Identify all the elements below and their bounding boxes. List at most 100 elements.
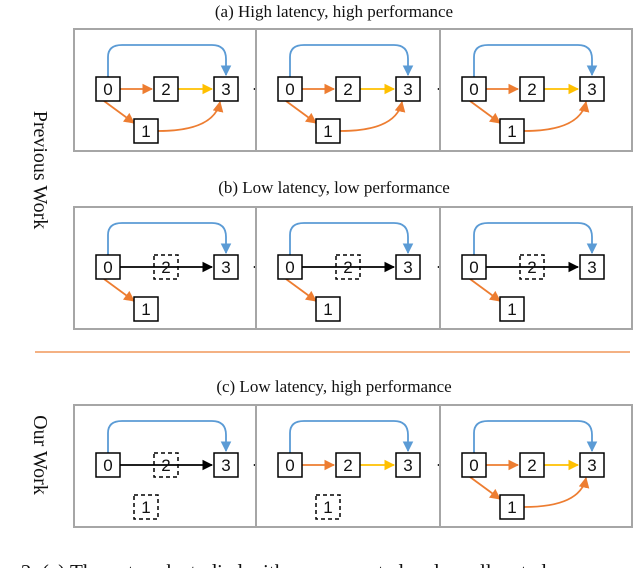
node-1: 1	[133, 296, 159, 322]
node-label: 3	[221, 456, 230, 475]
node-3: 3	[213, 76, 239, 102]
node-label: 3	[221, 80, 230, 99]
node-label: 3	[403, 80, 412, 99]
node-3: 3	[395, 254, 421, 280]
node-label: 2	[343, 80, 352, 99]
edge-skip03	[289, 222, 414, 255]
node-label: 0	[469, 456, 478, 475]
edge-skip03	[107, 44, 232, 77]
edge-skip03	[107, 420, 232, 453]
panel-a-2: 0 2 3 1	[255, 28, 449, 152]
title-a: (a) High latency, high performance	[215, 2, 453, 21]
node-label: 1	[507, 300, 516, 319]
edge-skip03	[289, 44, 414, 77]
node-label: 3	[403, 456, 412, 475]
panel-a-3: 0 2 3 1	[439, 28, 633, 152]
node-2: 2	[335, 254, 361, 280]
node-2: 2	[335, 452, 361, 478]
node-3: 3	[579, 254, 605, 280]
node-1: 1	[315, 494, 341, 520]
node-3: 3	[395, 452, 421, 478]
node-label: 1	[323, 498, 332, 517]
node-label: 2	[161, 456, 170, 475]
node-2: 2	[153, 76, 179, 102]
node-label: 1	[507, 498, 516, 517]
edge-skip03	[473, 44, 598, 77]
node-1: 1	[133, 494, 159, 520]
node-label: 3	[221, 258, 230, 277]
edge-skip03	[289, 420, 414, 453]
node-label: 0	[469, 258, 478, 277]
node-label: 2	[343, 258, 352, 277]
edge-e13	[523, 476, 590, 508]
title-c: (c) Low latency, high performance	[216, 377, 451, 396]
node-0: 0	[277, 254, 303, 280]
node-0: 0	[277, 76, 303, 102]
edge-e13	[523, 100, 590, 132]
node-label: 2	[527, 456, 536, 475]
node-label: 1	[141, 122, 150, 141]
figure-caption-fragment: ig. 2. (a) The network studied with… agg…	[0, 560, 547, 568]
node-1: 1	[315, 118, 341, 144]
node-label: 1	[507, 122, 516, 141]
panel-b-1: 0 2 3 1	[73, 206, 267, 330]
panel-c-1: 0 2 3 1	[73, 404, 267, 528]
edge-e01	[469, 278, 501, 302]
node-label: 1	[141, 498, 150, 517]
node-2: 2	[153, 452, 179, 478]
node-label: 2	[161, 80, 170, 99]
panel-a-1: 0 2 3 1	[73, 28, 267, 152]
edge-e01	[103, 100, 135, 124]
edge-skip03	[473, 420, 598, 453]
node-0: 0	[277, 452, 303, 478]
edge-skip03	[473, 222, 598, 255]
node-label: 2	[343, 456, 352, 475]
node-label: 1	[323, 300, 332, 319]
node-label: 2	[527, 258, 536, 277]
edge-e13	[339, 100, 406, 132]
edge-e01	[469, 100, 501, 124]
node-label: 3	[587, 456, 596, 475]
node-label: 0	[285, 456, 294, 475]
node-label: 0	[285, 258, 294, 277]
side-label-our-work: Our Work	[29, 415, 51, 495]
node-1: 1	[499, 296, 525, 322]
edge-skip03	[107, 222, 232, 255]
node-0: 0	[95, 254, 121, 280]
node-0: 0	[461, 76, 487, 102]
edge-e01	[103, 278, 135, 302]
node-label: 0	[103, 80, 112, 99]
node-2: 2	[153, 254, 179, 280]
node-label: 0	[285, 80, 294, 99]
node-label: 3	[587, 258, 596, 277]
panel-c-3: 0 2 3 1	[439, 404, 633, 528]
node-label: 2	[527, 80, 536, 99]
node-1: 1	[499, 118, 525, 144]
node-label: 1	[323, 122, 332, 141]
node-label: 2	[161, 258, 170, 277]
edge-e01	[285, 100, 317, 124]
edge-e13	[157, 100, 224, 132]
node-1: 1	[499, 494, 525, 520]
node-3: 3	[395, 76, 421, 102]
node-label: 0	[103, 258, 112, 277]
panel-grid: 0 2 3 1 0 2 3 1 0 2 3 1 0 2 3 1 0 2 3 1 0 2 3 1 0 2 3 1 0 2 3 1 0 2 3 1	[73, 28, 633, 528]
node-3: 3	[213, 452, 239, 478]
title-b: (b) Low latency, low performance	[218, 178, 450, 197]
node-1: 1	[133, 118, 159, 144]
node-1: 1	[315, 296, 341, 322]
node-3: 3	[579, 452, 605, 478]
node-label: 1	[141, 300, 150, 319]
node-2: 2	[519, 76, 545, 102]
node-3: 3	[213, 254, 239, 280]
panel-c-2: 0 2 3 1	[255, 404, 449, 528]
node-label: 0	[103, 456, 112, 475]
side-label-previous-work: Previous Work	[29, 111, 51, 230]
panel-b-3: 0 2 3 1	[439, 206, 633, 330]
node-2: 2	[519, 452, 545, 478]
node-label: 0	[469, 80, 478, 99]
node-0: 0	[95, 452, 121, 478]
edge-e01	[285, 278, 317, 302]
node-0: 0	[461, 452, 487, 478]
node-3: 3	[579, 76, 605, 102]
